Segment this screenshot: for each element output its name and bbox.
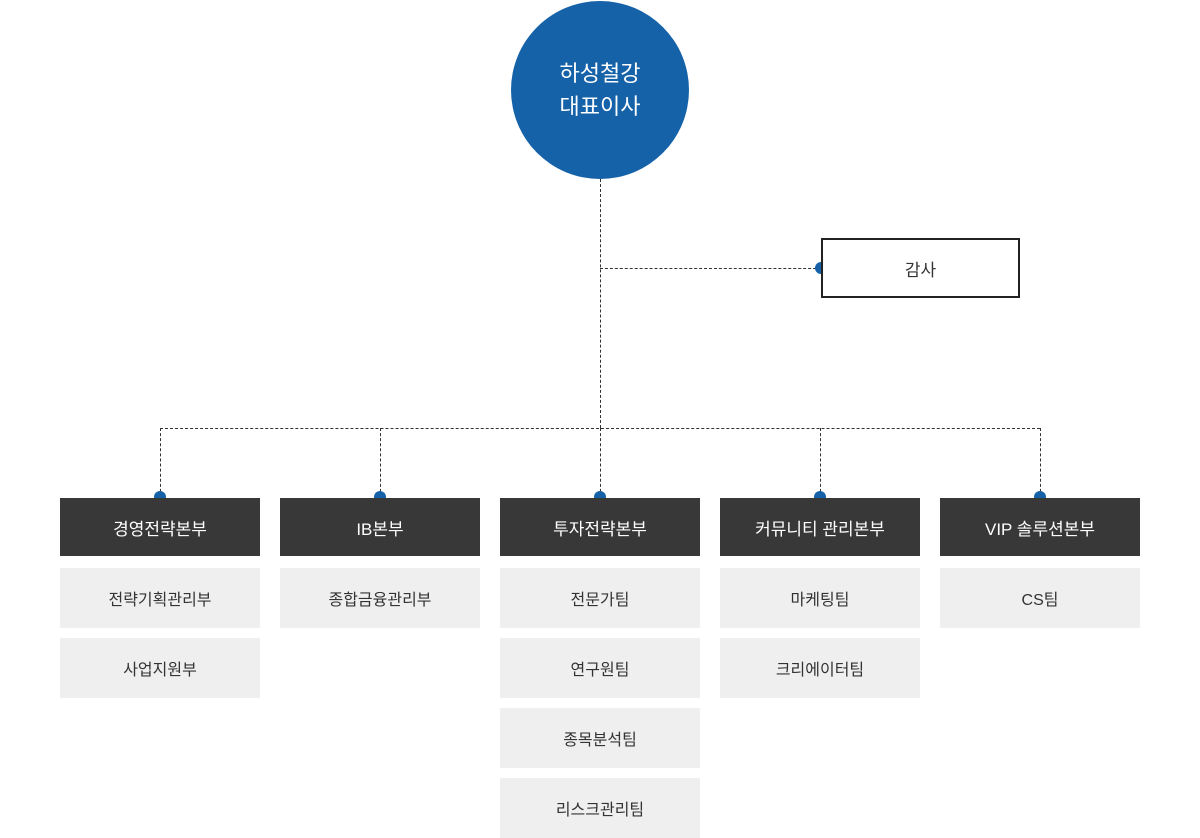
team-box: 사업지원부 bbox=[60, 638, 260, 698]
connector-stub-division-3 bbox=[600, 428, 601, 497]
ceo-title-line1: 하성철강 bbox=[559, 61, 641, 86]
ceo-node: 하성철강 대표이사 bbox=[511, 1, 689, 179]
team-box: 전략기획관리부 bbox=[60, 568, 260, 628]
team-box: 크리에이터팀 bbox=[720, 638, 920, 698]
division-header-investment-strategy: 투자전략본부 bbox=[500, 498, 700, 556]
ceo-title-line2: 대표이사 bbox=[559, 94, 641, 119]
division-header-management-strategy: 경영전략본부 bbox=[60, 498, 260, 556]
team-box: 전문가팀 bbox=[500, 568, 700, 628]
connector-stub-division-2 bbox=[380, 428, 381, 497]
team-box: 종합금융관리부 bbox=[280, 568, 480, 628]
division-header-vip-solution: VIP 솔루션본부 bbox=[940, 498, 1140, 556]
audit-label: 감사 bbox=[904, 260, 937, 280]
connector-stub-division-5 bbox=[1040, 428, 1041, 497]
team-box: 마케팅팀 bbox=[720, 568, 920, 628]
division-header-community-management: 커뮤니티 관리본부 bbox=[720, 498, 920, 556]
team-box: 연구원팀 bbox=[500, 638, 700, 698]
team-box: CS팀 bbox=[940, 568, 1140, 628]
team-box: 종목분석팀 bbox=[500, 708, 700, 768]
connector-root-vertical bbox=[600, 179, 601, 428]
connector-stub-division-1 bbox=[160, 428, 161, 497]
team-box: 리스크관리팀 bbox=[500, 778, 700, 838]
audit-node: 감사 bbox=[821, 238, 1020, 298]
connector-stub-division-4 bbox=[820, 428, 821, 497]
division-header-ib: IB본부 bbox=[280, 498, 480, 556]
connector-audit-branch bbox=[600, 268, 821, 269]
